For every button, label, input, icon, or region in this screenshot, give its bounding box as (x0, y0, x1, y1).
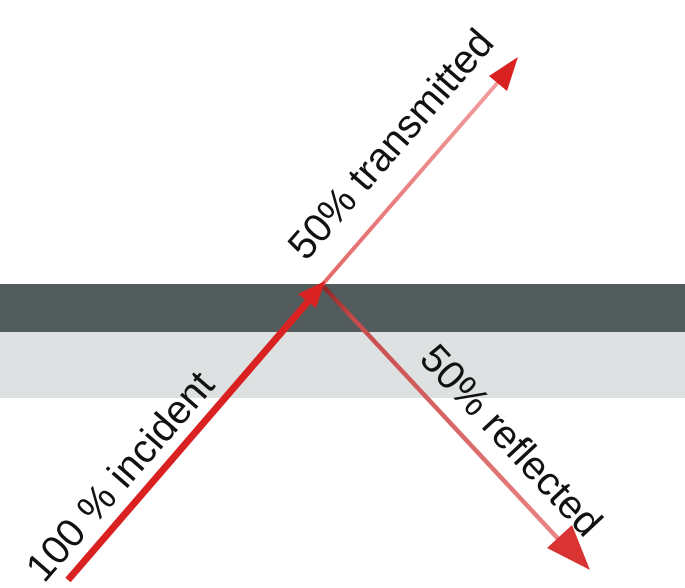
transmitted-beam-arrowhead (489, 57, 518, 91)
incident-beam-arrowhead (298, 281, 325, 308)
incident-beam (65, 281, 325, 583)
reflected-beam (320, 283, 590, 570)
reflected-beam-line (320, 283, 564, 545)
incident-beam-line (65, 294, 315, 583)
transmitted-beam (320, 57, 518, 287)
reflected-beam-arrowhead (547, 525, 590, 570)
transmitted-beam-line (320, 78, 502, 287)
beam-splitter-substrate-layer (0, 332, 685, 398)
